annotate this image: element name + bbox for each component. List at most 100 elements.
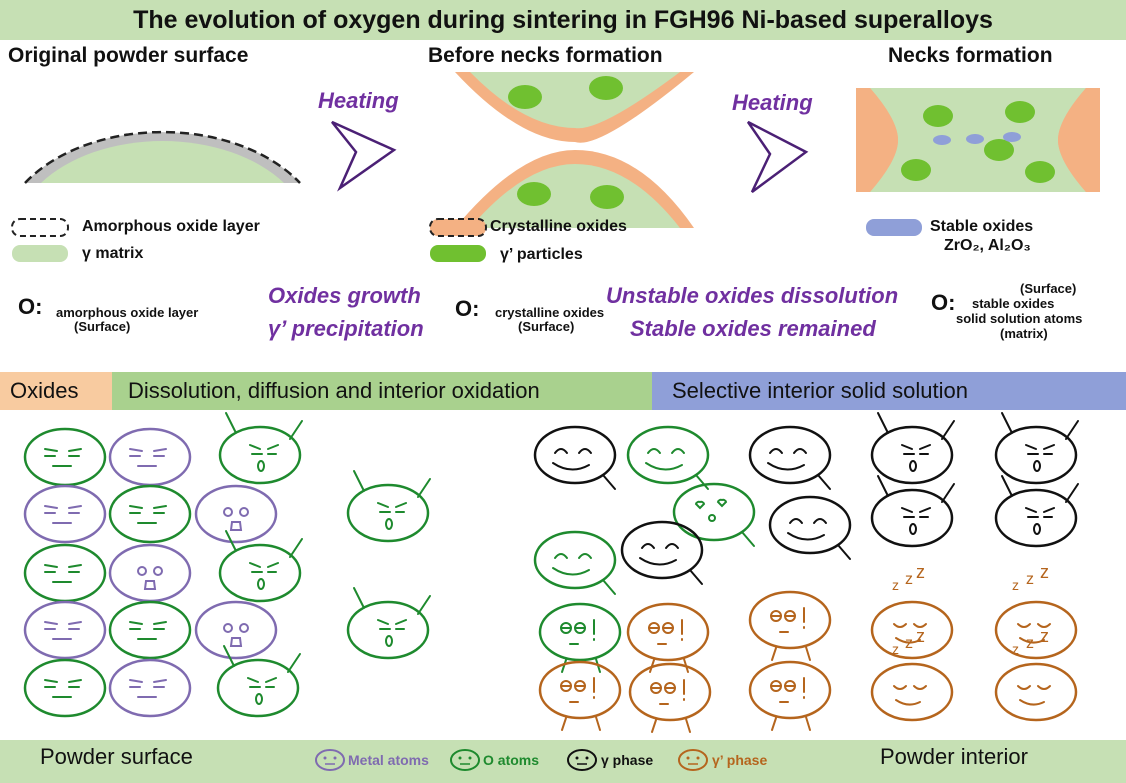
o-state-2-sub: (Surface)	[518, 319, 575, 334]
o-label-2: O:	[455, 296, 480, 321]
atom-face-14	[216, 645, 301, 718]
atom-face-35	[870, 600, 954, 660]
stage-2-header: Before necks formation	[428, 44, 663, 67]
atom-face-34	[994, 475, 1079, 548]
legend-stable-oxides: Stable oxides	[930, 218, 1034, 235]
atom-face-17	[346, 587, 431, 660]
swatch-gamma-prime	[430, 245, 486, 262]
swatch-crystalline	[429, 218, 487, 237]
stage-3-neck	[856, 88, 1100, 192]
atom-face-4	[108, 484, 192, 544]
legend-stable-oxides-formula: ZrO₂, Al₂O₃	[944, 237, 1031, 254]
legend-gamma-matrix: γ matrix	[82, 245, 144, 262]
zzz-mark: z	[905, 635, 913, 652]
footer-legend-o: O atoms	[483, 752, 540, 768]
legend-icon-o	[450, 749, 480, 771]
zzz-mark: z	[916, 562, 925, 582]
footer-legend-gamma: γ phase	[601, 752, 654, 768]
o-state-3-line1: (Surface)	[1020, 281, 1077, 296]
atom-face-11	[194, 600, 278, 660]
band-dissolution: Dissolution, diffusion and interior oxid…	[112, 372, 652, 410]
process-stable-remained: Stable oxides remained	[630, 316, 876, 341]
heating-label-1: Heating	[318, 88, 399, 113]
o-state-3-line3: solid solution atoms	[956, 311, 1083, 326]
o-state-1-sub: (Surface)	[74, 319, 131, 334]
swatch-stable-oxides	[866, 219, 922, 236]
zzz-mark: z	[905, 571, 913, 588]
swatch-amorphous	[11, 218, 69, 237]
atom-face-30	[748, 660, 832, 731]
zzz-mark: z	[1040, 626, 1049, 646]
footer-legend-gprime: γ’ phase	[712, 752, 768, 768]
atom-face-21	[672, 482, 756, 547]
diagram-title: The evolution of oxygen during sintering…	[0, 0, 1126, 40]
zzz-mark: z	[1026, 635, 1034, 652]
legend-icon-metal	[315, 749, 345, 771]
atom-face-8	[218, 530, 303, 603]
o-state-3-line4: (matrix)	[1000, 326, 1048, 341]
atom-face-27	[748, 590, 832, 661]
zzz-mark: z	[892, 577, 899, 593]
legend-icon-gamma	[567, 749, 597, 771]
process-unstable-dissolution: Unstable oxides dissolution	[606, 283, 899, 308]
legend-gamma-prime: γ’ particles	[500, 246, 583, 263]
footer-powder-interior: Powder interior	[880, 744, 1028, 769]
atom-face-32	[994, 412, 1079, 485]
atom-face-3	[23, 484, 107, 544]
zzz-mark: z	[916, 626, 925, 646]
atom-face-15	[218, 412, 303, 485]
o-label-3: O:	[931, 290, 956, 315]
atom-face-1	[23, 427, 107, 487]
atom-face-24	[620, 520, 704, 585]
atom-face-22	[768, 495, 852, 560]
stage-1-header: Original powder surface	[8, 44, 249, 67]
atom-face-37	[870, 662, 954, 722]
band-oxides: Oxides	[0, 372, 112, 410]
process-oxides-growth: Oxides growth	[268, 283, 421, 308]
process-gamma-prime-precipitation: γ’ precipitation	[268, 316, 424, 341]
atom-face-6	[23, 543, 107, 603]
atom-face-33	[870, 475, 955, 548]
atom-face-29	[628, 662, 712, 733]
stage-2-particles	[455, 72, 694, 228]
atom-face-31	[870, 412, 955, 485]
swatch-gamma-matrix	[12, 245, 68, 262]
heating-arrow-2	[746, 120, 809, 194]
legend-icon-gprime	[678, 749, 708, 771]
atom-face-2	[108, 427, 192, 487]
atom-face-38	[994, 662, 1078, 722]
atom-face-10	[108, 600, 192, 660]
footer-powder-surface: Powder surface	[40, 744, 193, 769]
footer-legend-metal: Metal atoms	[348, 752, 429, 768]
atom-face-16	[346, 470, 431, 543]
footer-bar	[0, 740, 1126, 783]
atom-face-23	[533, 530, 617, 595]
zzz-mark: z	[1012, 641, 1019, 657]
atom-face-5	[194, 484, 278, 544]
o-state-3-line2: stable oxides	[972, 296, 1055, 311]
o-label-1: O:	[18, 294, 43, 319]
o-state-1-main: amorphous oxide layer	[56, 305, 199, 320]
heating-arrow-1	[331, 120, 397, 192]
zzz-mark: z	[1012, 577, 1019, 593]
stage-1-powder	[24, 130, 301, 184]
atom-face-9	[23, 600, 107, 660]
heating-label-2: Heating	[732, 90, 813, 115]
legend-amorphous: Amorphous oxide layer	[82, 218, 260, 235]
atom-face-12	[23, 658, 107, 718]
atom-face-7	[108, 543, 192, 603]
zzz-mark: z	[892, 641, 899, 657]
atom-face-19	[626, 425, 710, 490]
legend-crystalline: Crystalline oxides	[490, 218, 627, 235]
band-selective-solution: Selective interior solid solution	[652, 372, 1126, 410]
atom-face-18	[533, 425, 617, 490]
atom-face-13	[108, 658, 192, 718]
stage-3-header: Necks formation	[888, 44, 1053, 67]
atom-face-28	[538, 660, 622, 731]
footer-legend-icons	[315, 749, 708, 771]
o-state-2-main: crystalline oxides	[495, 305, 605, 320]
atom-face-20	[748, 425, 832, 490]
atom-face-36	[994, 600, 1078, 660]
sintering-schematic	[11, 72, 1100, 262]
